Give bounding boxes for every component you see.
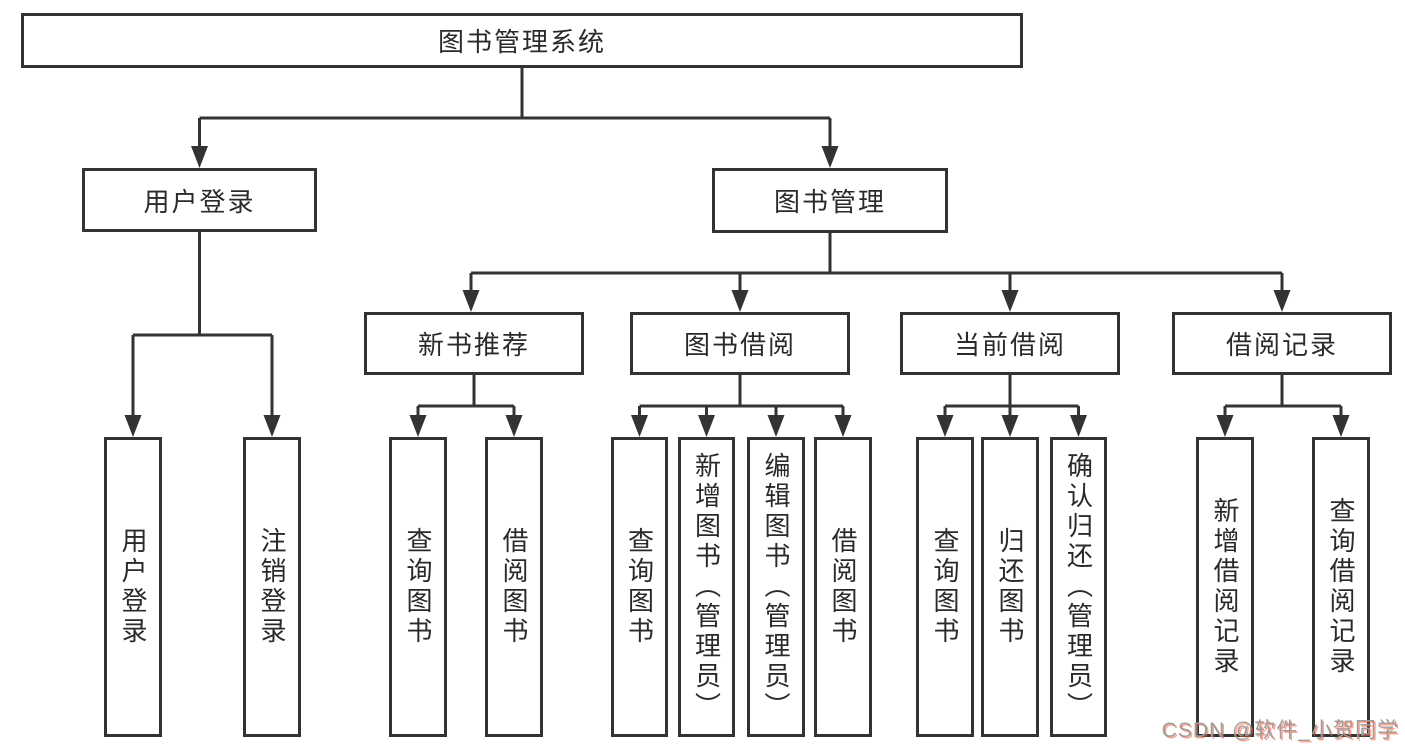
leaf-newbook-borrow-label: 借阅图书 <box>499 527 529 647</box>
leaf-borrow-query: 查询图书 <box>611 437 668 737</box>
node-book-management-label: 图书管理 <box>773 187 886 217</box>
node-current-borrow: 当前借阅 <box>900 312 1120 375</box>
leaf-current-return: 归还图书 <box>981 437 1039 737</box>
leaf-record-query: 查询借阅记录 <box>1312 437 1370 737</box>
leaf-current-confirm-admin-label: 确认归还（管理员） <box>1063 452 1094 722</box>
edge-userlogin-to-leaves <box>131 232 274 419</box>
leaf-record-add: 新增借阅记录 <box>1196 437 1254 737</box>
node-borrow-record-label: 借阅记录 <box>1225 330 1338 360</box>
leaf-current-query-label: 查询图书 <box>930 527 960 647</box>
node-new-book-recommend-label: 新书推荐 <box>417 330 530 360</box>
leaf-borrow-add-admin-label: 新增图书（管理员） <box>691 452 722 722</box>
leaf-borrow-edit-admin: 编辑图书（管理员） <box>747 437 805 737</box>
leaf-current-return-label: 归还图书 <box>995 527 1025 647</box>
node-user-login: 用户登录 <box>82 168 317 232</box>
leaf-user-login-label: 用户登录 <box>118 527 148 647</box>
leaf-logout: 注销登录 <box>243 437 301 737</box>
leaf-user-login: 用户登录 <box>104 437 162 737</box>
leaf-current-query: 查询图书 <box>916 437 974 737</box>
node-user-login-label: 用户登录 <box>143 186 256 217</box>
edge-borrowrecord-to-leaves <box>1223 375 1343 419</box>
node-root: 图书管理系统 <box>21 13 1023 68</box>
node-borrow-record: 借阅记录 <box>1172 312 1392 375</box>
leaf-current-confirm-admin: 确认归还（管理员） <box>1050 437 1107 737</box>
edge-root-to-level2 <box>198 68 832 150</box>
leaf-logout-label: 注销登录 <box>257 527 287 647</box>
leaf-record-query-label: 查询借阅记录 <box>1326 497 1356 677</box>
edge-currentborrow-to-leaves <box>943 375 1080 419</box>
node-new-book-recommend: 新书推荐 <box>364 312 584 375</box>
node-root-label: 图书管理系统 <box>437 27 606 57</box>
leaf-record-add-label: 新增借阅记录 <box>1210 497 1240 677</box>
edge-bookmgmt-to-level3 <box>469 233 1284 294</box>
node-book-borrow: 图书借阅 <box>630 312 850 375</box>
leaf-borrow-edit-admin-label: 编辑图书（管理员） <box>761 452 791 722</box>
leaf-borrow-add-admin: 新增图书（管理员） <box>678 437 735 737</box>
node-current-borrow-label: 当前借阅 <box>953 330 1066 360</box>
leaf-borrow-book-label: 借阅图书 <box>828 527 858 647</box>
edge-bookborrow-to-leaves <box>638 375 845 419</box>
node-book-management: 图书管理 <box>712 168 948 233</box>
leaf-borrow-query-label: 查询图书 <box>624 527 655 647</box>
leaf-borrow-book: 借阅图书 <box>814 437 872 737</box>
leaf-newbook-borrow: 借阅图书 <box>485 437 543 737</box>
edge-newbook-to-leaves <box>416 375 516 419</box>
node-book-borrow-label: 图书借阅 <box>683 330 796 360</box>
leaf-newbook-query: 查询图书 <box>389 437 447 737</box>
leaf-newbook-query-label: 查询图书 <box>403 527 433 647</box>
arrowheads <box>124 146 1350 437</box>
